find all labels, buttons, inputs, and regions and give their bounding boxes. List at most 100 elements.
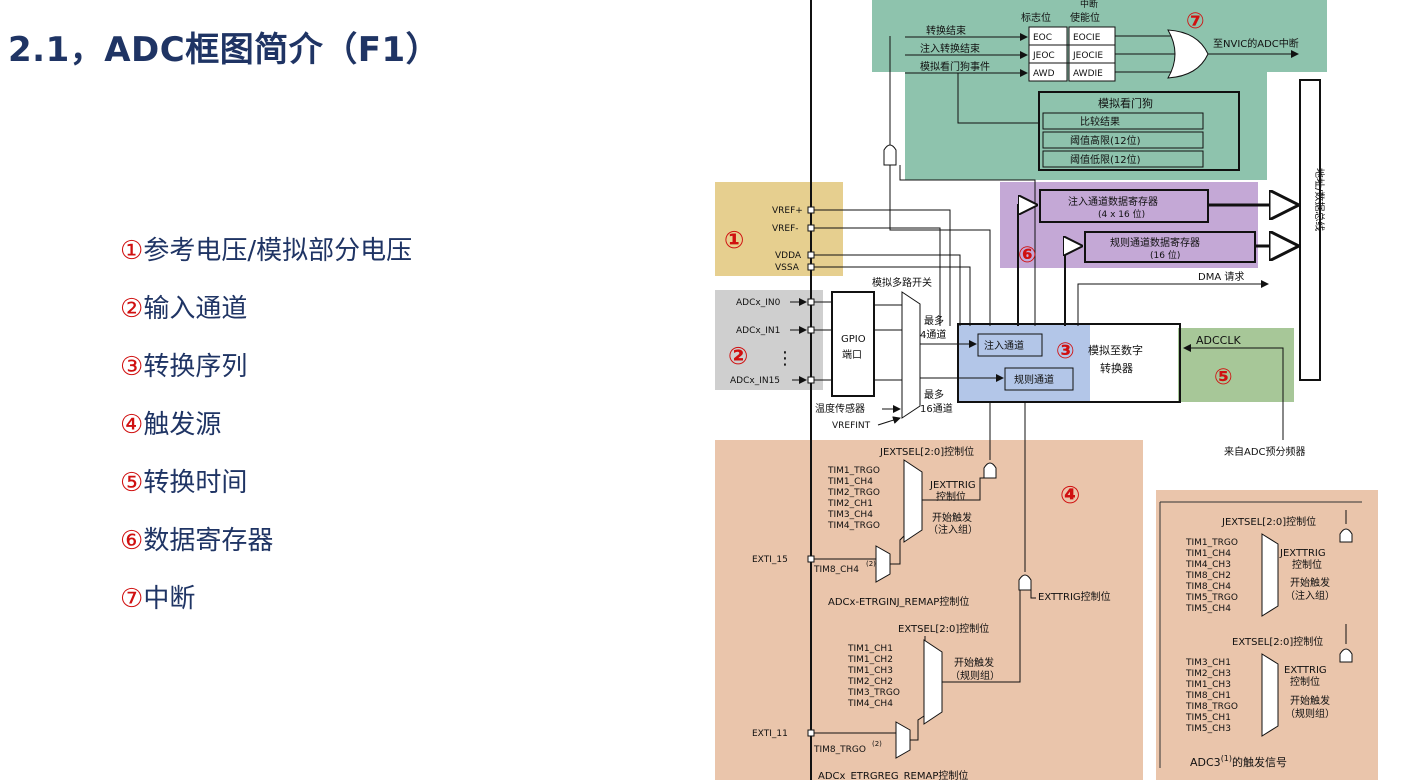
adcclk-label: ADCCLK	[1196, 334, 1241, 347]
adc3-inj-source: TIM5_TRGO	[1185, 593, 1238, 603]
converter-name-a: 模拟至数字	[1088, 343, 1143, 357]
adc3-inj-source: TIM8_CH4	[1185, 582, 1231, 592]
legend-text: 数据寄存器	[143, 526, 274, 556]
legend-item: ①参考电压/模拟部分电压	[120, 222, 412, 280]
feature-legend: ①参考电压/模拟部分电压 ②输入通道 ③转换序列 ④触发源 ⑤转换时间 ⑥数据寄…	[120, 222, 412, 628]
legend-number: ②	[120, 294, 144, 324]
regular-channel-box	[1004, 367, 1074, 391]
tim8ch4-label: TIM8_CH4	[813, 565, 859, 575]
enable-header-top: 中断	[1080, 0, 1098, 10]
marker-2: ②	[728, 342, 748, 370]
watchdog-row	[1042, 150, 1204, 168]
injected-register-size: (4 x 16 位)	[1098, 208, 1145, 220]
adcclk-arrow	[1183, 344, 1284, 440]
flag-register-box	[1028, 26, 1068, 82]
legend-item: ⑤转换时间	[120, 454, 412, 512]
adc3-caption: ADC3(1)的触发信号	[1190, 754, 1287, 769]
adc3-exttrig-gate-icon	[1339, 648, 1353, 663]
adc-block-diagram-svg: 标志位 中断 使能位 EOC JEOC AWD EOCIE JEOCIE AWD…	[715, 0, 1379, 782]
watchdog-low: 阈值低限(12位)	[1070, 153, 1141, 166]
vssa-label: VSSA	[775, 263, 800, 273]
inj-source: TIM1_TRGO	[827, 466, 880, 476]
adc3-inj-source: TIM1_TRGO	[1185, 538, 1238, 548]
adc3-inj-source: TIM4_CH3	[1185, 560, 1231, 570]
watchdog-title: 模拟看门狗	[1098, 96, 1153, 110]
vref-plus-wire	[814, 209, 951, 326]
enable-header: 使能位	[1070, 11, 1100, 24]
and-gate-icon	[883, 144, 897, 166]
vssa-wire	[814, 266, 971, 326]
extsel-label: EXTSEL[2:0]控制位	[898, 622, 989, 635]
injected-data-path	[1017, 205, 1036, 326]
legend-item: ③转换序列	[120, 338, 412, 396]
vrefint-label: VREFINT	[832, 421, 871, 431]
analog-mux-label: 模拟多路开关	[872, 276, 932, 289]
inj-source: TIM3_CH4	[827, 510, 873, 520]
adc3-reg-source: TIM8_CH1	[1185, 691, 1231, 701]
upto16-a: 最多	[924, 388, 944, 401]
vref-plus-label: VREF+	[772, 206, 803, 216]
inj-mux-output	[922, 477, 990, 501]
adc3-jexttrig-gate-icon	[1339, 528, 1353, 543]
adc3-reg-source: TIM8_TRGO	[1185, 702, 1238, 712]
enable-awdie: AWDIE	[1073, 69, 1103, 79]
legend-item: ④触发源	[120, 396, 412, 454]
reg-source: TIM4_CH4	[847, 699, 893, 709]
flag-header: 标志位	[1021, 11, 1051, 24]
flag-eoc: EOC	[1033, 33, 1052, 43]
inj-source: TIM1_CH4	[827, 477, 873, 487]
upto4-b: 4通道	[920, 328, 946, 341]
adc-block-diagram: 标志位 中断 使能位 EOC JEOC AWD EOCIE JEOCIE AWD…	[700, 0, 1401, 782]
vdda-label: VDDA	[775, 251, 802, 261]
start-inj-a: 开始触发	[932, 511, 972, 524]
legend-text: 参考电压/模拟部分电压	[143, 236, 413, 266]
enable-eocie: EOCIE	[1073, 33, 1101, 43]
adc-converter-box	[957, 323, 1181, 403]
gpio-port-label: 端口	[842, 348, 862, 361]
exttrig-label: EXTTRIG控制位	[1038, 590, 1111, 603]
dma-request-label: DMA 请求	[1198, 270, 1244, 283]
start-reg-b: （规则组）	[950, 669, 1000, 682]
exti15-label: EXTI_15	[752, 555, 788, 565]
adc3-start-reg-b: （规则组）	[1285, 707, 1335, 720]
inj-source: TIM4_TRGO	[827, 521, 880, 531]
clock-region	[1178, 328, 1294, 402]
legend-number: ③	[120, 352, 144, 382]
pin-vdda	[807, 251, 815, 259]
upto16-b: 16通道	[920, 402, 953, 415]
prescaler-label: 来自ADC预分频器	[1224, 445, 1306, 458]
injected-channel-box	[977, 333, 1043, 357]
reg-trigger-mux-icon	[923, 639, 943, 725]
enable-jeocie: JEOCIE	[1072, 51, 1103, 61]
legend-text: 输入通道	[143, 294, 248, 324]
trigger-region	[715, 440, 1143, 780]
or-gate-icon	[1167, 29, 1209, 79]
injected-channel-label: 注入通道	[984, 339, 1024, 352]
jexttrig-gate-icon	[983, 462, 997, 479]
adc3-jexttrig-a: JEXTTRIG	[1279, 548, 1326, 559]
pin-vssa	[807, 263, 815, 271]
bus-label: 地址/数据总线	[1313, 168, 1326, 231]
legend-number: ⑤	[120, 468, 144, 498]
input-in1-label: ADCx_IN1	[736, 326, 780, 336]
inj-remap-output	[890, 535, 905, 565]
reg-remap-mux-icon	[895, 721, 911, 759]
dma-request-arrow	[1077, 280, 1269, 326]
adc3-start-inj-b: （注入组）	[1285, 589, 1335, 602]
regular-channel-label: 规则通道	[1014, 373, 1054, 386]
adc3-exttrig-b: 控制位	[1290, 675, 1320, 688]
exttrig-gate-icon	[1018, 574, 1032, 591]
pin-in15	[807, 376, 815, 384]
adc3-extsel-label: EXTSEL[2:0]控制位	[1232, 635, 1323, 648]
adc3-inj-source: TIM5_CH4	[1185, 604, 1231, 614]
reg-remap-label: ADCx_ETRGREG_REMAP控制位	[818, 769, 968, 780]
tim8trgo-sup: (2)	[872, 740, 882, 748]
adc3-inj-source: TIM1_CH4	[1185, 549, 1231, 559]
slide-title: 2.1，ADC框图简介（F1）	[8, 30, 441, 70]
vref-minus-label: VREF-	[772, 224, 799, 234]
marker-5: ⑤	[1214, 365, 1233, 390]
adc3-reg-source: TIM5_CH1	[1185, 713, 1231, 723]
adc3-start-reg-a: 开始触发	[1290, 694, 1330, 707]
injected-register-label: 注入通道数据寄存器	[1068, 195, 1158, 208]
exttrig-control-wire	[1030, 584, 1036, 599]
